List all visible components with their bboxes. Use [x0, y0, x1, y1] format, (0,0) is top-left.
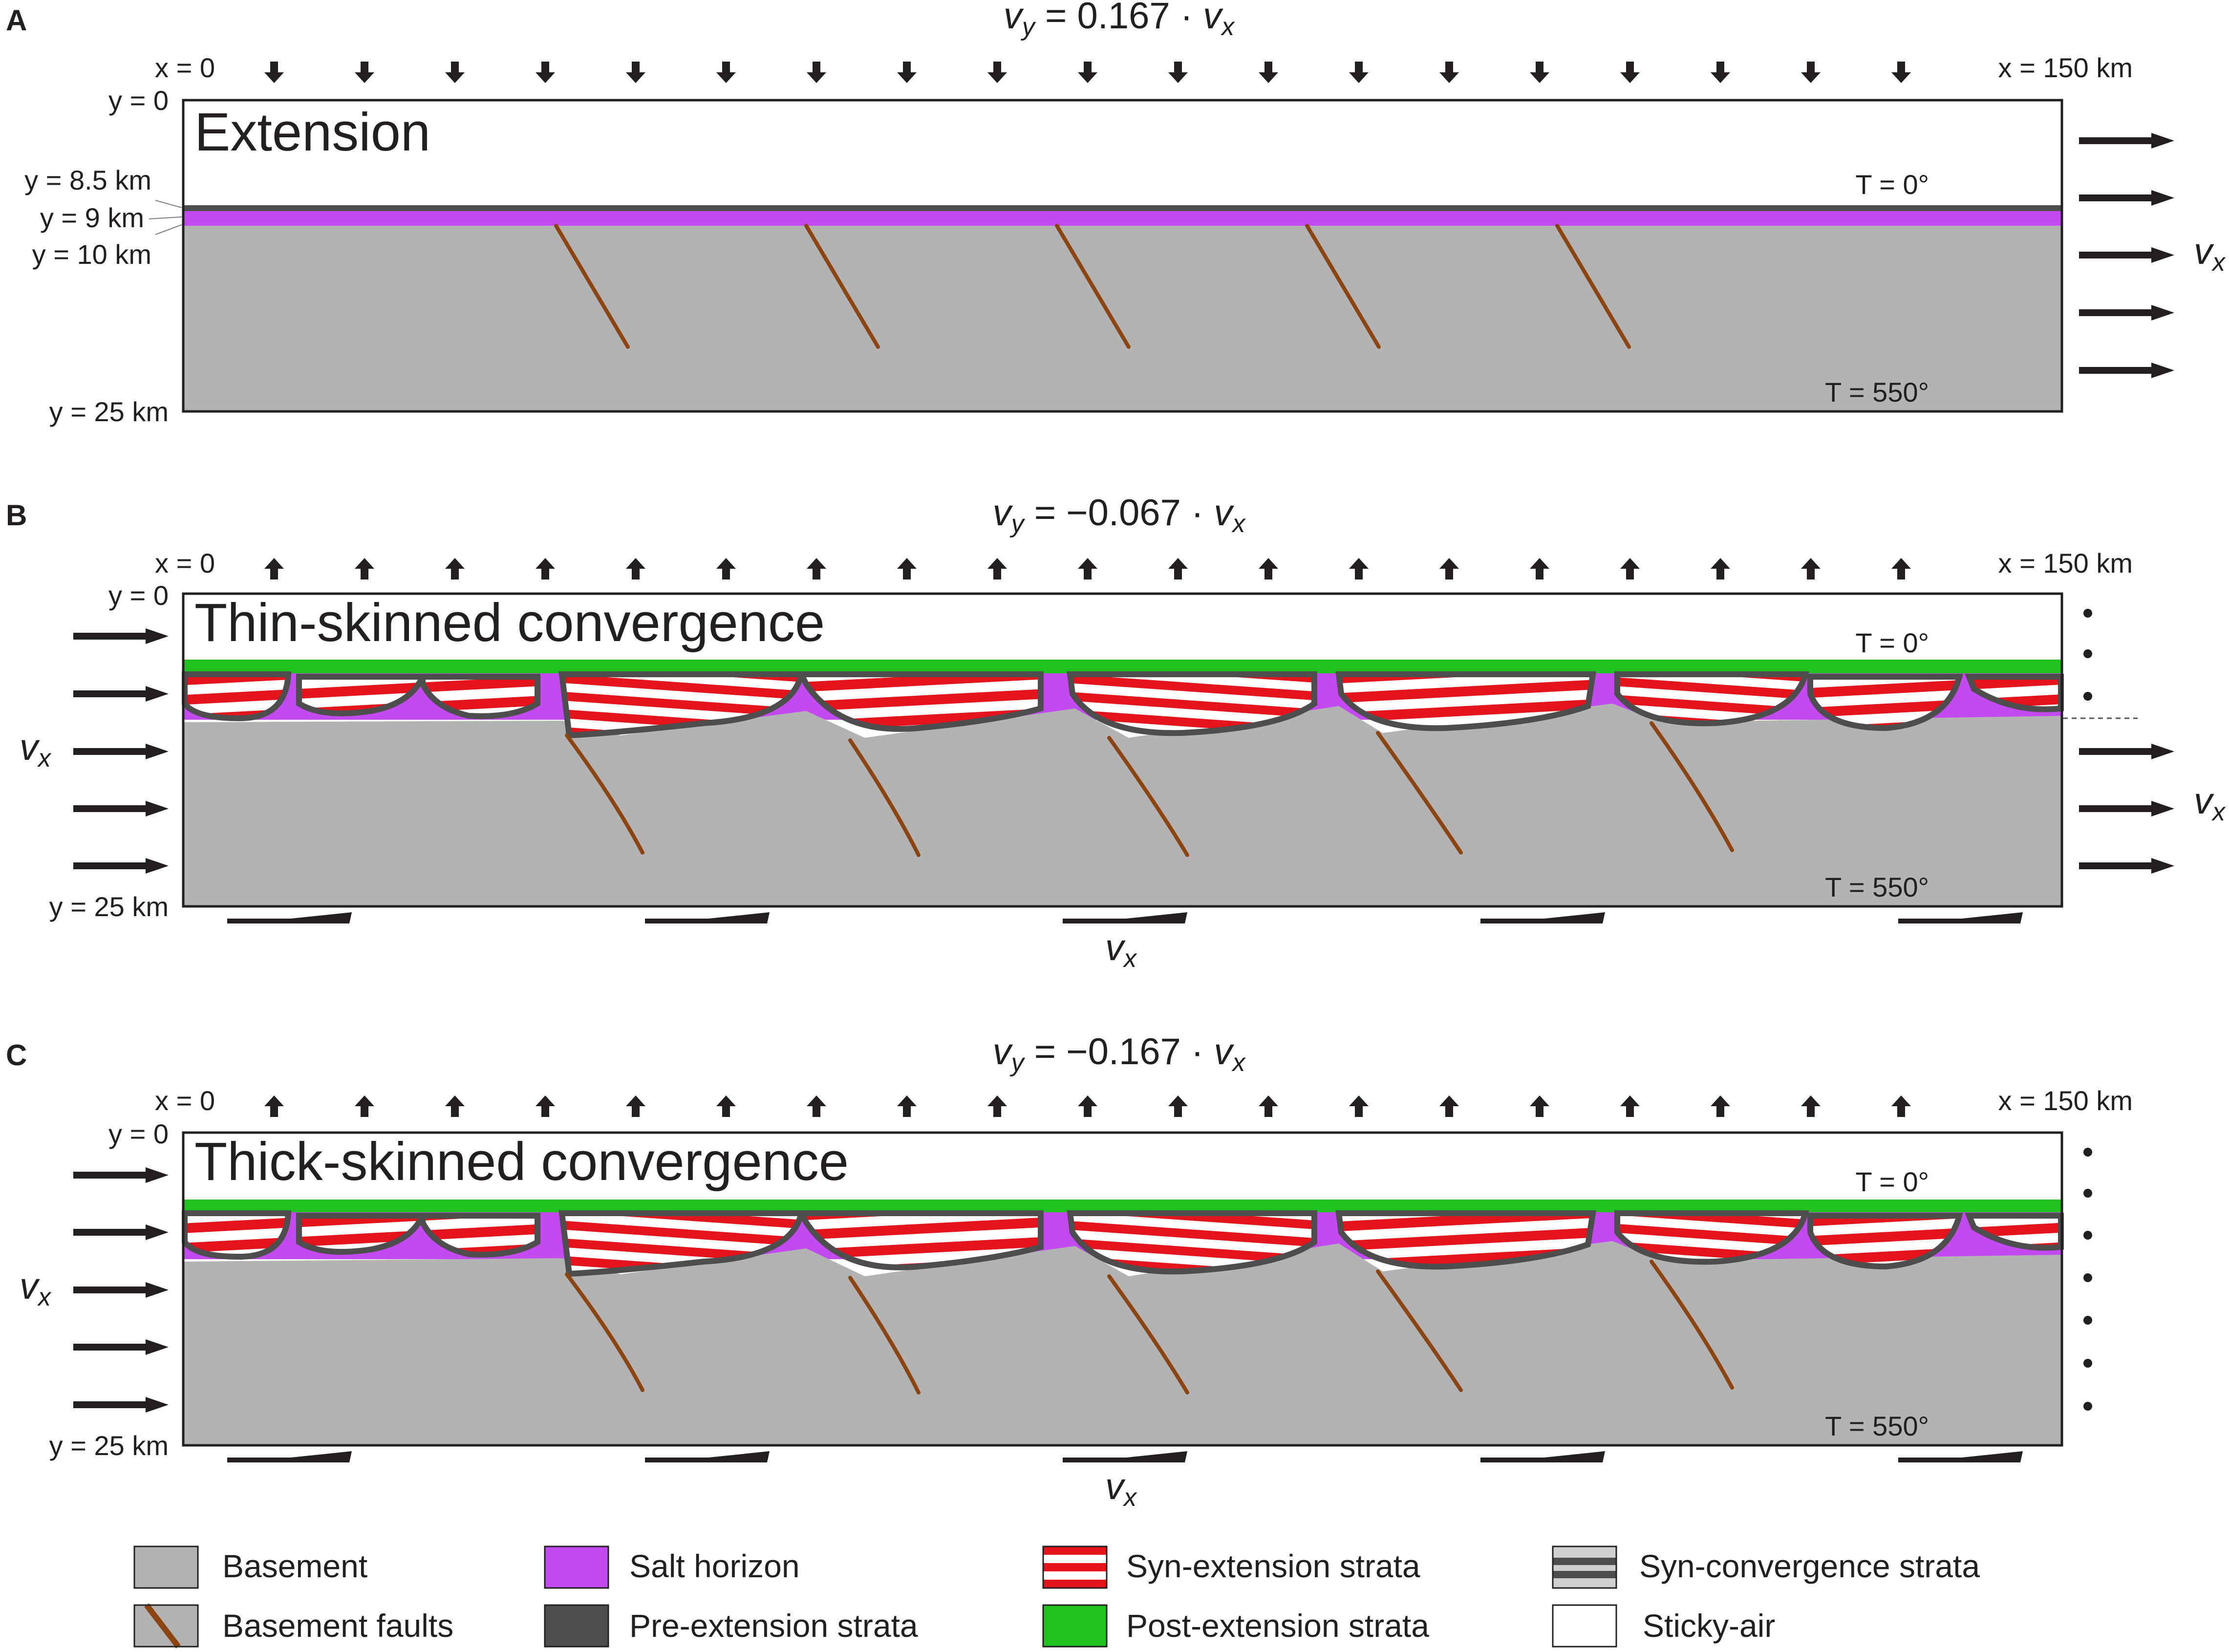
- bottom-shear-arrows: [227, 1451, 2023, 1462]
- model-frame: [182, 592, 2063, 908]
- basement-faults: [565, 1260, 1734, 1395]
- syn-convergence-swatch: [1552, 1545, 1617, 1589]
- depth-label-8-5: y = 8.5 km: [24, 165, 151, 195]
- basement-layer: [183, 704, 2062, 906]
- x-end-label: x = 150 km: [1998, 52, 2133, 83]
- free-slip-dots: [2083, 609, 2092, 701]
- panel-a: A vy = 0.167 · vx x = 0 x = 150 km Exten…: [6, 0, 2226, 427]
- top-temperature: T = 0°: [1855, 1166, 1929, 1197]
- basement-swatch: [133, 1545, 199, 1589]
- salt-layer: [183, 211, 2062, 226]
- free-slip-dots: [2083, 1148, 2092, 1411]
- legend-label-basement-faults: Basement faults: [222, 1608, 453, 1644]
- right-arrows: [2079, 744, 2174, 874]
- velocity-equation: vy = −0.067 · vx: [993, 492, 1246, 538]
- basement-faults: [554, 224, 1631, 349]
- bottom-vx-label: vx: [1105, 1466, 1137, 1512]
- velocity-equation: vy = −0.167 · vx: [993, 1031, 1246, 1077]
- legend-label-salt: Salt horizon: [629, 1548, 800, 1584]
- pre-extension-layer: [183, 205, 2062, 211]
- post-extension-swatch: [1042, 1604, 1108, 1648]
- panel-letter: C: [6, 1039, 27, 1072]
- basement-fault-swatch: [133, 1603, 199, 1649]
- model-frame: [182, 99, 2063, 413]
- velocity-equation: vy = 0.167 · vx: [1004, 0, 1235, 41]
- left-vx-label: vx: [20, 727, 52, 772]
- depth-label-10: y = 10 km: [32, 239, 151, 270]
- y-top-label: y = 0: [108, 1118, 169, 1149]
- legend-label-post-extension: Post-extension strata: [1126, 1608, 1429, 1644]
- top-arrows: [264, 558, 1911, 579]
- top-arrows: [264, 62, 1911, 83]
- left-vx-label: vx: [20, 1266, 52, 1311]
- post-extension-layer: [183, 1200, 2062, 1212]
- panel-b: B vy = −0.067 · vx x = 0 x = 150 km: [6, 492, 2226, 973]
- depth-leader-lines: [149, 200, 182, 235]
- legend: Basement Salt horizon Syn-extension stra…: [133, 1545, 1980, 1649]
- x-end-label: x = 150 km: [1998, 1085, 2133, 1116]
- bottom-temperature: T = 550°: [1825, 377, 1929, 408]
- top-temperature: T = 0°: [1855, 627, 1929, 658]
- syn-extension-swatch: [1042, 1545, 1108, 1589]
- panel-letter: A: [6, 4, 27, 37]
- side-vx-label: vx: [2194, 231, 2226, 277]
- legend-label-syn-convergence: Syn-convergence strata: [1639, 1548, 1980, 1584]
- top-arrows: [264, 1095, 1911, 1117]
- bottom-shear-arrows: [227, 912, 2023, 923]
- model-frame: [182, 1131, 2063, 1447]
- panel-c: C vy = −0.167 · vx x = 0 x = 150 km: [6, 1031, 2133, 1512]
- post-extension-layer: [183, 660, 2062, 673]
- legend-label-pre-extension: Pre-extension strata: [629, 1608, 918, 1644]
- minibasins: [182, 1210, 2064, 1277]
- salt-swatch: [544, 1545, 609, 1589]
- x-start-label: x = 0: [155, 548, 215, 579]
- panel-title: Extension: [194, 102, 430, 162]
- y-top-label: y = 0: [108, 85, 169, 116]
- legend-label-sticky-air: Sticky-air: [1643, 1608, 1775, 1644]
- sticky-air-swatch: [1552, 1604, 1617, 1648]
- panel-title: Thin-skinned convergence: [194, 593, 825, 653]
- legend-label-basement: Basement: [222, 1548, 367, 1584]
- pre-extension-swatch: [544, 1604, 609, 1648]
- panel-title: Thick-skinned convergence: [194, 1132, 849, 1192]
- depth-label-9: y = 9 km: [40, 202, 144, 233]
- right-arrows: [2079, 133, 2174, 378]
- basement-layer: [183, 1241, 2062, 1445]
- left-arrows: [73, 1167, 169, 1413]
- basement-faults: [565, 721, 1734, 857]
- y-bottom-label: y = 25 km: [49, 891, 169, 922]
- panel-letter: B: [6, 499, 27, 532]
- x-start-label: x = 0: [155, 52, 215, 83]
- left-arrows: [73, 628, 169, 874]
- right-vx-label: vx: [2194, 780, 2226, 826]
- bottom-vx-label: vx: [1105, 927, 1137, 973]
- x-end-label: x = 150 km: [1998, 548, 2133, 579]
- basement-layer: [183, 226, 2062, 411]
- y-top-label: y = 0: [108, 580, 169, 611]
- top-temperature: T = 0°: [1855, 169, 1929, 200]
- minibasins: [182, 671, 2064, 739]
- bottom-temperature: T = 550°: [1825, 872, 1929, 902]
- y-bottom-label: y = 25 km: [49, 1430, 169, 1461]
- x-start-label: x = 0: [155, 1085, 215, 1116]
- legend-label-syn-extension: Syn-extension strata: [1126, 1548, 1420, 1584]
- y-bottom-label: y = 25 km: [49, 396, 169, 427]
- bottom-temperature: T = 550°: [1825, 1411, 1929, 1441]
